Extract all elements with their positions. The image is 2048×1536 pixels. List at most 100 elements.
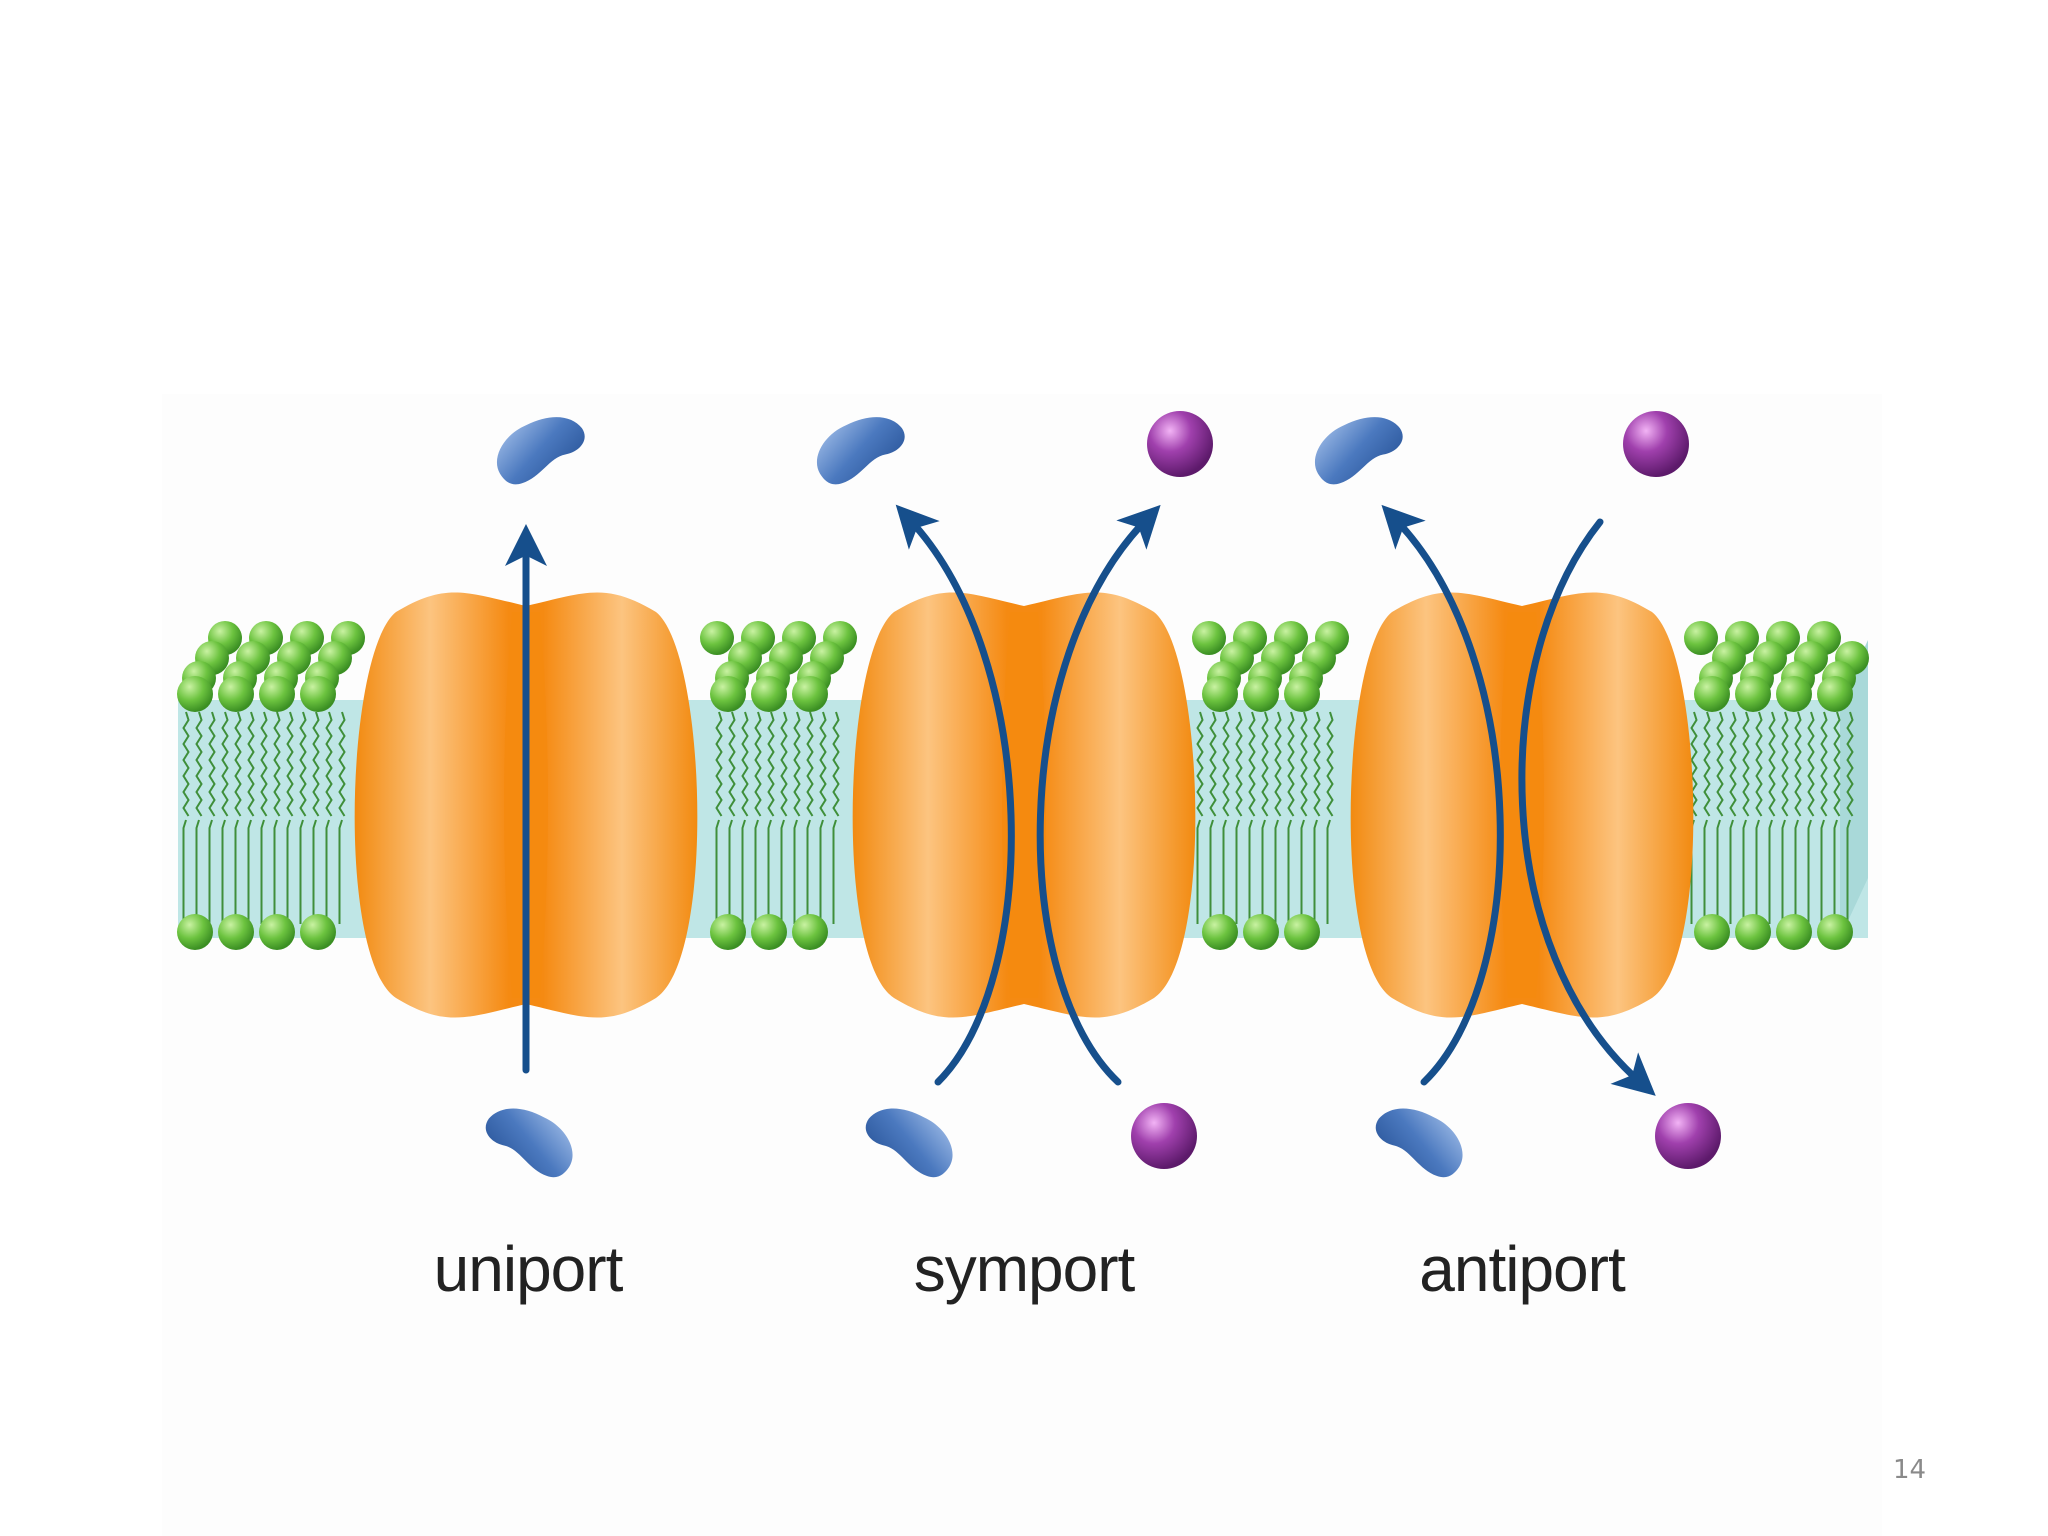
lipid-tail — [325, 819, 330, 924]
lipid-head — [700, 621, 734, 655]
lipid-head — [1735, 676, 1771, 712]
lipid-tail — [832, 711, 840, 817]
lipid-head — [1284, 676, 1320, 712]
lipid-head — [1817, 676, 1853, 712]
lipid-head — [1192, 621, 1226, 655]
lipid-tail — [286, 711, 294, 817]
lipid-tail — [793, 711, 801, 817]
antiport-blue-arrow-icon — [1381, 504, 1504, 1086]
lipid-head — [1694, 676, 1730, 712]
lipid-tail — [273, 819, 278, 924]
lipid-head — [259, 914, 295, 950]
lipid-tail — [234, 711, 242, 817]
lipid-tail — [806, 819, 811, 924]
lipid-tail — [754, 819, 759, 924]
lipid-tail — [1703, 819, 1708, 924]
lipid-tail — [1807, 711, 1815, 817]
lipid-tail — [1222, 819, 1227, 924]
lipid-tail — [1326, 711, 1334, 817]
lipid-tail — [1820, 819, 1825, 924]
lipid-tails — [182, 711, 1854, 924]
lipid-head — [1243, 914, 1279, 950]
lipid-tail — [1755, 819, 1760, 924]
lipid-tail — [1287, 711, 1295, 817]
lipid-tail — [338, 819, 343, 924]
lipid-tail — [1742, 819, 1747, 924]
lipid-tail — [1274, 819, 1279, 924]
lipid-tail — [195, 819, 200, 924]
lipid-head — [1202, 914, 1238, 950]
lipid-tail — [1209, 819, 1214, 924]
lipid-head — [259, 676, 295, 712]
page-number: 14 — [1893, 1455, 1927, 1485]
lipid-tail — [1209, 711, 1217, 817]
lipid-tail — [1781, 711, 1789, 817]
lipid-tail — [832, 819, 837, 924]
lipid-tail — [338, 711, 346, 817]
lipid-tail — [1261, 711, 1269, 817]
lipid-tail — [1261, 819, 1266, 924]
lipid-tail — [195, 711, 203, 817]
lipid-tail — [1820, 711, 1828, 817]
lipid-tail — [299, 711, 307, 817]
lipid-tail — [1248, 711, 1256, 817]
lipid-tail — [1729, 819, 1734, 924]
lipid-head — [218, 676, 254, 712]
lipid-tail — [780, 819, 785, 924]
lipid-tail — [208, 711, 216, 817]
lipid-tail — [780, 711, 788, 817]
lipid-tail — [1833, 711, 1841, 817]
blue-molecule-icon — [1314, 417, 1403, 485]
lipid-tail — [1716, 711, 1724, 817]
lipid-tail — [260, 819, 265, 924]
symport-purple-arrow-icon — [1036, 504, 1161, 1086]
lipid-head — [1817, 914, 1853, 950]
purple-ion-icon — [1147, 411, 1213, 477]
lipid-tail — [182, 819, 187, 924]
lipid-tail — [793, 819, 798, 924]
lipid-tail — [1196, 819, 1201, 924]
lipid-tail — [1716, 819, 1721, 924]
lipid-tail — [286, 819, 291, 924]
lipid-head — [792, 914, 828, 950]
lipid-head — [218, 914, 254, 950]
caption-symport: symport — [913, 1233, 1136, 1305]
blue-molecule-icon — [1375, 1108, 1463, 1178]
lipid-tail — [247, 819, 252, 924]
lipid-tail — [1690, 711, 1698, 817]
lipid-tail — [767, 711, 775, 817]
lipid-tail — [1833, 819, 1838, 924]
lipid-tail — [1300, 711, 1308, 817]
lipid-head — [1284, 914, 1320, 950]
lipid-tail — [1846, 819, 1851, 924]
lipid-tail — [1300, 819, 1305, 924]
antiport-purple-arrow-icon — [1518, 518, 1656, 1096]
lipid-tail — [221, 819, 226, 924]
lipid-tail — [1781, 819, 1786, 924]
caption-antiport: antiport — [1419, 1233, 1625, 1305]
purple-ion-icon — [1131, 1103, 1197, 1169]
lipid-tail — [819, 711, 827, 817]
lipid-tail — [1768, 711, 1776, 817]
lipid-head — [177, 676, 213, 712]
lipid-tail — [1846, 711, 1854, 817]
lipid-tail — [312, 711, 320, 817]
lipid-tail — [1742, 711, 1750, 817]
lipid-tail — [1703, 711, 1711, 817]
lipid-head — [751, 676, 787, 712]
lipid-head — [1684, 621, 1718, 655]
lipid-head — [1735, 914, 1771, 950]
symport-blue-arrow-icon — [895, 504, 1015, 1086]
blue-molecule-icon — [865, 1108, 953, 1178]
lipid-head — [792, 676, 828, 712]
lipid-tail — [1196, 711, 1204, 817]
lipid-tail — [767, 819, 772, 924]
lipid-tail — [819, 819, 824, 924]
lipid-tail — [182, 711, 190, 817]
lipid-tail — [234, 819, 239, 924]
lipid-tail — [715, 711, 723, 817]
lipid-tail — [715, 819, 720, 924]
lipid-head — [300, 914, 336, 950]
